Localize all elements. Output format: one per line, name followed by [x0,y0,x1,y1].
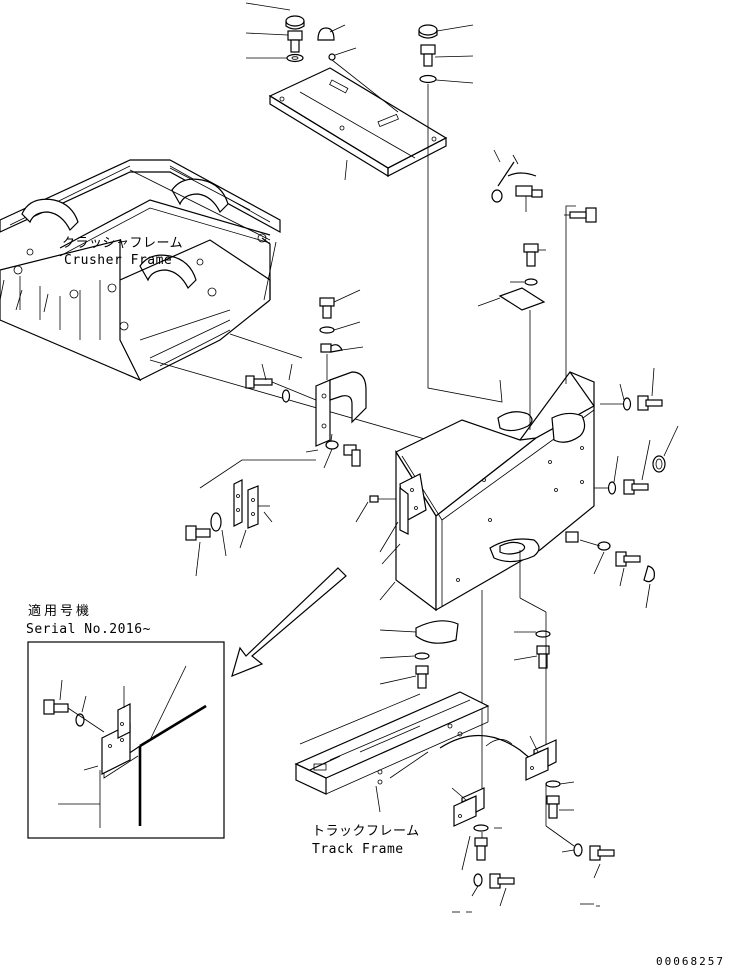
track-brackets [451,735,615,913]
side-plate-hardware [185,459,316,577]
crusher-frame [0,159,471,453]
track-frame-label-en: Track Frame [312,842,404,857]
crusher-frame-label-jp: クラッシャフレーム [62,236,184,251]
right-side-fasteners [579,367,679,609]
detail-box [27,641,225,839]
upper-right-hardware [477,149,597,430]
lower-hardware-stack [379,550,551,790]
mounting-bracket [245,289,367,469]
applicable-models-label: 適用号機 [28,604,93,619]
detail-view-arrow [231,567,347,678]
drawing-number: 00068257 [656,955,725,968]
track-frame-label-jp: トラックフレーム [312,824,420,839]
top-cover-plate [268,67,448,181]
main-guard-body [355,371,595,612]
serial-range-label: Serial No.2016~ [26,622,151,637]
track-frame [294,691,533,813]
crusher-frame-label-en: Crusher Frame [64,253,173,268]
top-hardware [245,2,503,403]
